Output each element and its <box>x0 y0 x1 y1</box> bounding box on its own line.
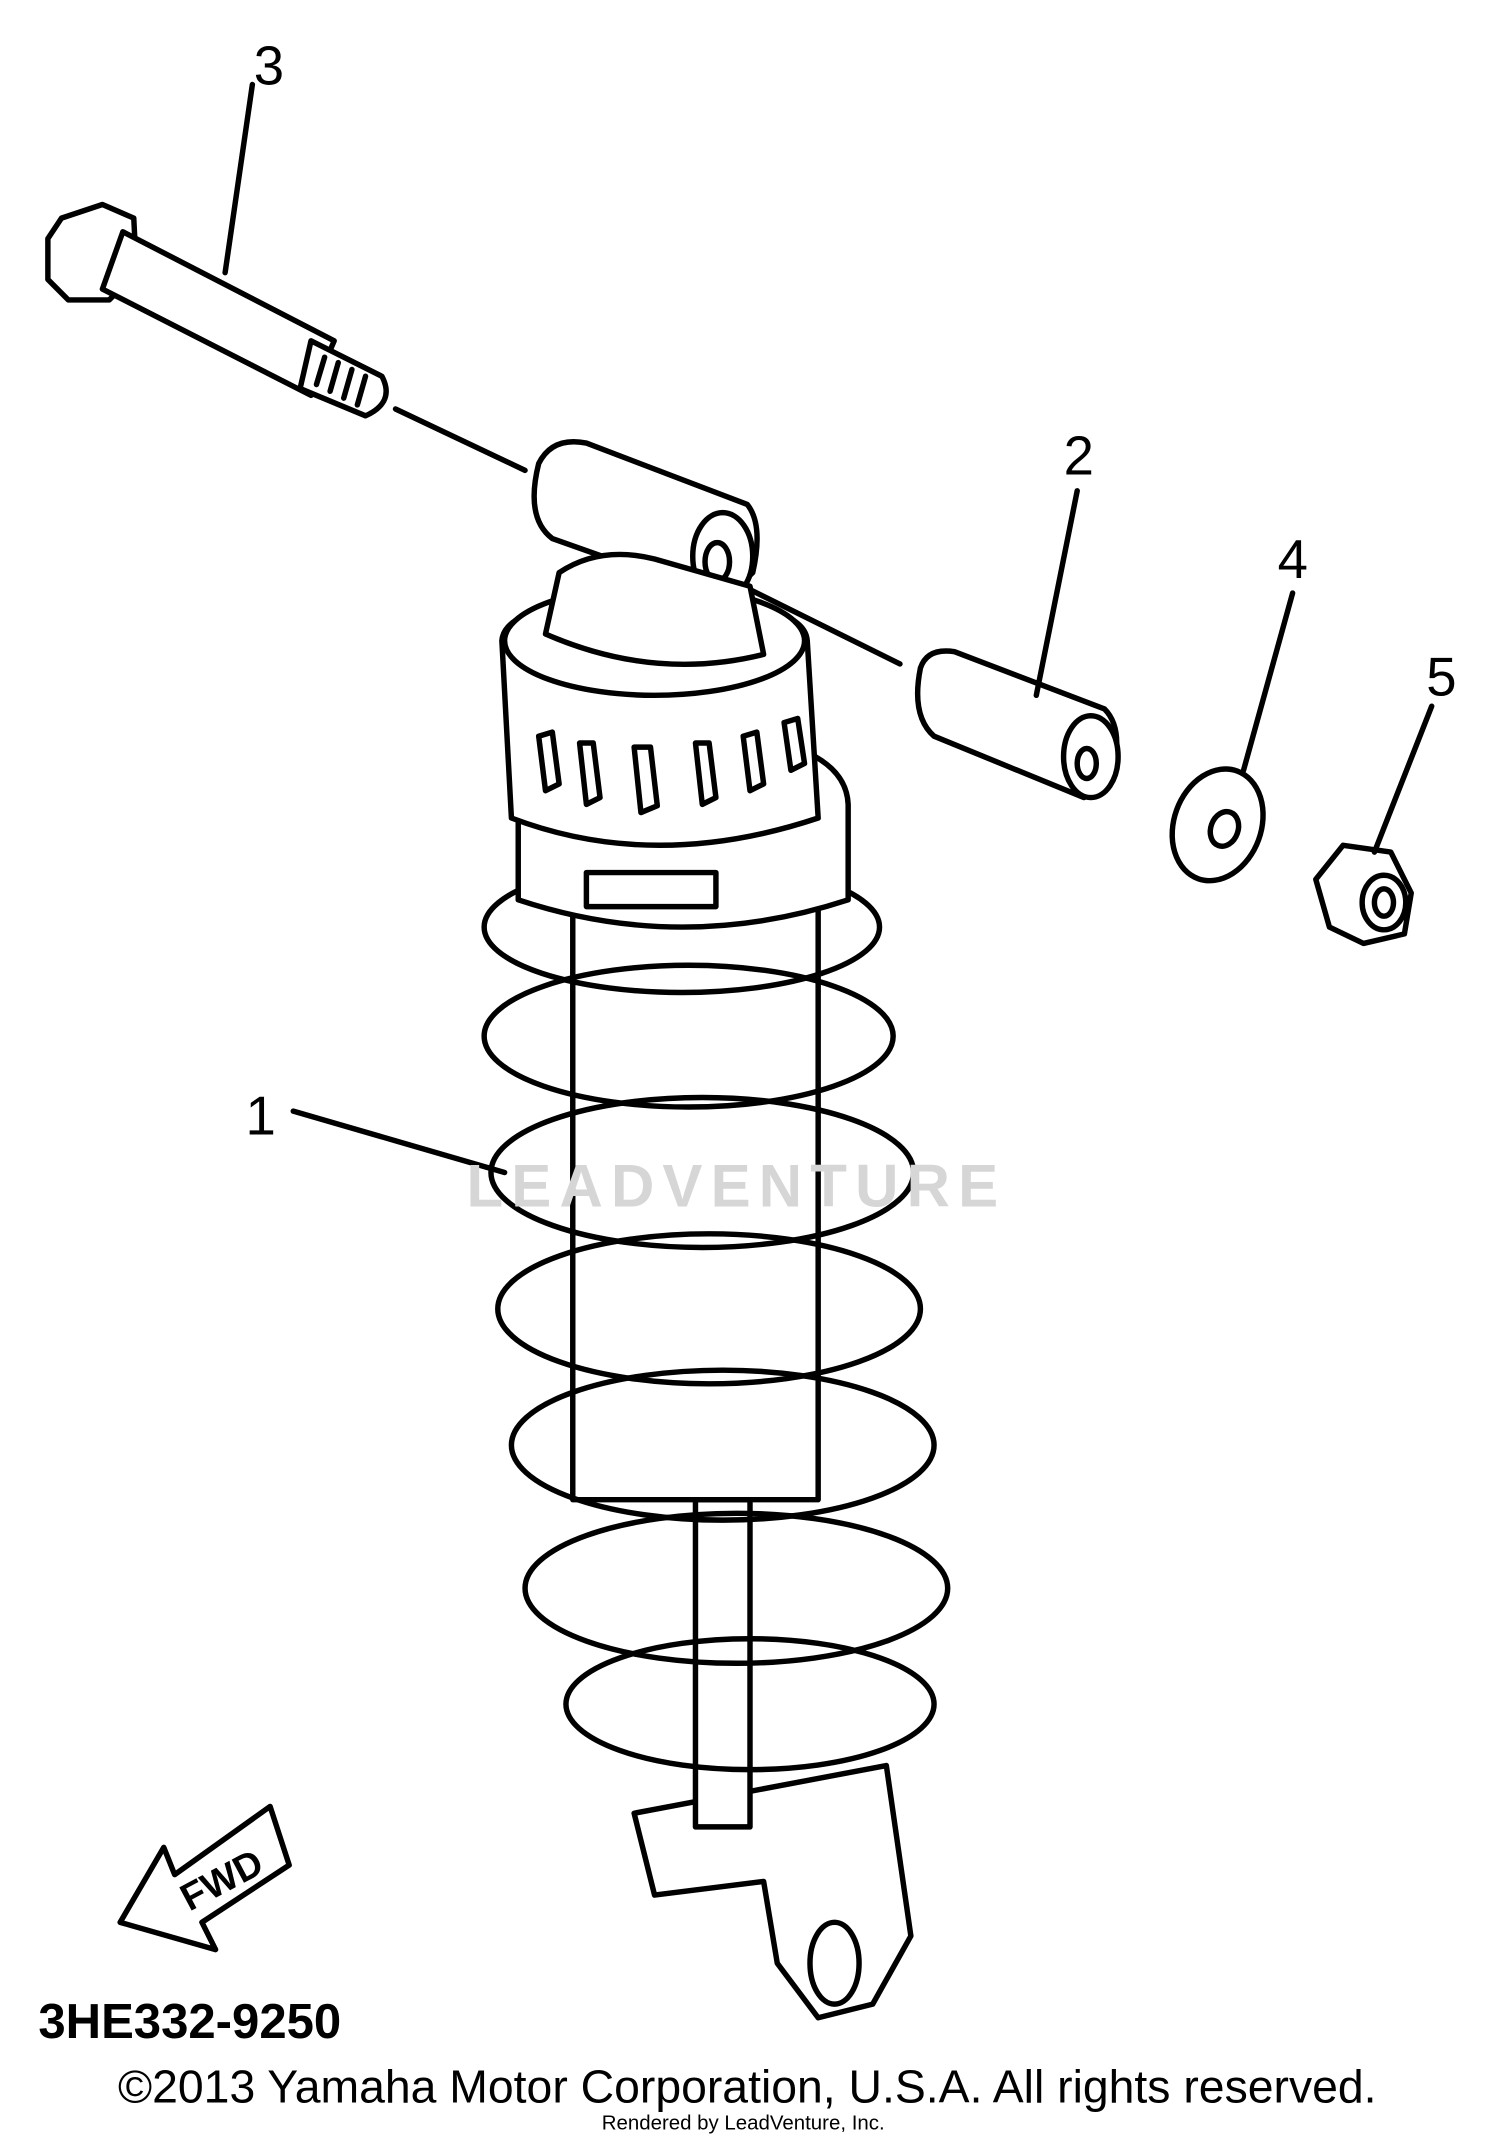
watermark: LEADVENTURE <box>466 1153 1006 1220</box>
callout-2: 2 <box>1064 425 1094 486</box>
forward-arrow-icon: FWD <box>117 1803 292 1953</box>
copyright: ©2013 Yamaha Motor Corporation, U.S.A. A… <box>118 2060 1377 2112</box>
washer-part-4 <box>1169 590 1296 884</box>
callout-3: 3 <box>254 36 284 97</box>
callout-1: 1 <box>246 1085 276 1146</box>
callout-5: 5 <box>1426 646 1456 707</box>
collar-part-2 <box>531 439 1121 801</box>
bolt-part-3 <box>45 81 528 474</box>
nut-part-5 <box>1313 703 1435 947</box>
callout-4: 4 <box>1278 529 1308 590</box>
diagram-code: 3HE332-9250 <box>38 1995 341 2049</box>
rendered-by: Rendered by LeadVenture, Inc. <box>602 2112 885 2135</box>
shock-absorber-part-1 <box>290 551 951 2021</box>
